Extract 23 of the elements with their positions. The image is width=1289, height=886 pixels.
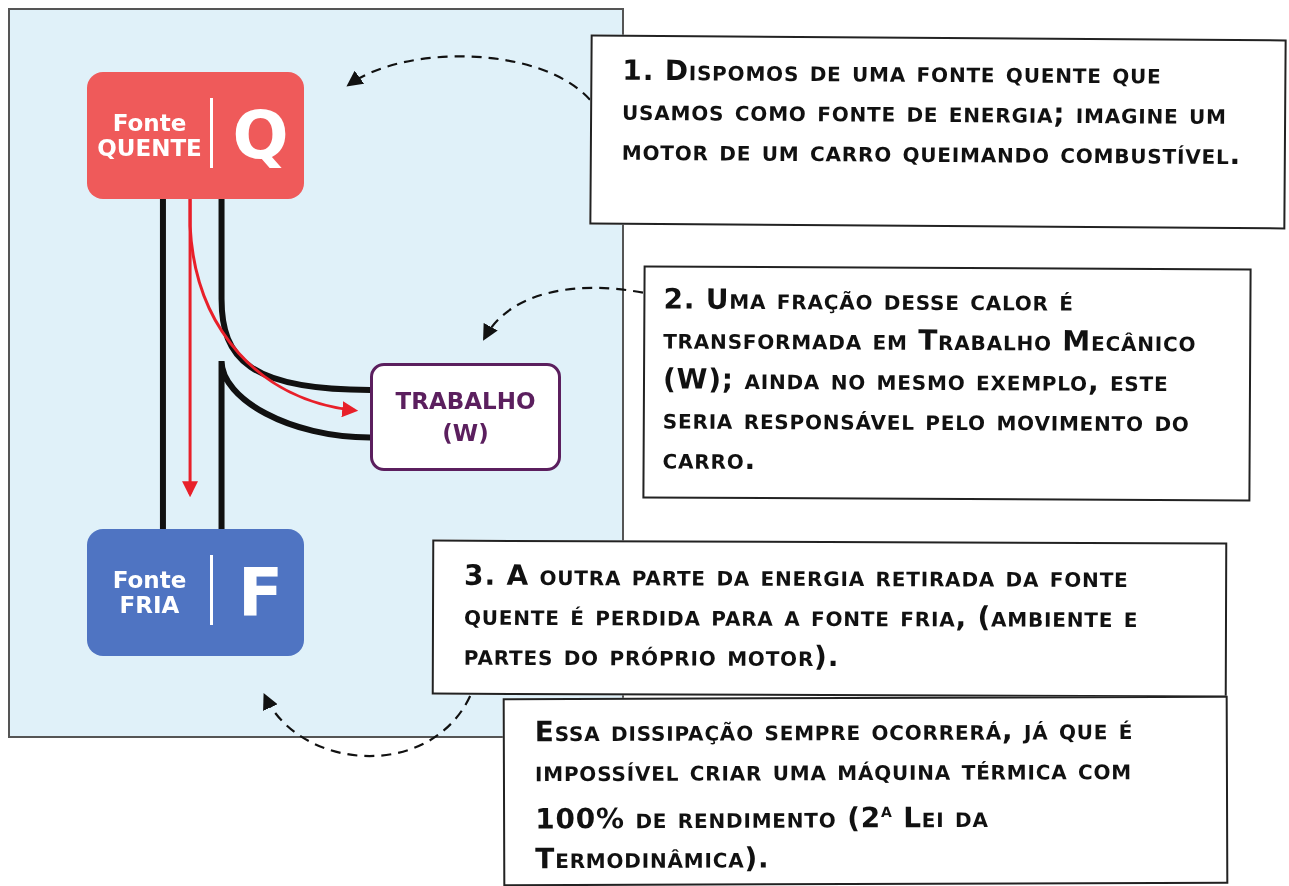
connector-line xyxy=(159,199,166,529)
note-card xyxy=(502,695,1229,886)
source-symbol: Q xyxy=(231,96,290,176)
work-label: TRABALHO (W) xyxy=(395,386,536,448)
note-text: 2. Uma fração desse calor é transformada em Trabalho Mecânico (W); ainda no mesmo exemplo, este seria responsável pelo movimento do carro. xyxy=(662,281,1198,478)
source-symbol: F xyxy=(236,553,285,633)
source-label: Fonte FRIA xyxy=(111,568,188,617)
note-text: 3. A outra parte da energia retirada da fonte quente é perdida para a fonte fria, (ambiente e partes do próprio motor). xyxy=(463,557,1140,676)
note-card xyxy=(431,539,1228,698)
arrow xyxy=(188,199,359,417)
cold-source-box xyxy=(87,529,304,656)
connector-line xyxy=(218,199,371,393)
note-text: 1. Dispomos de uma fonte quente que usamos como fonte de energia; imagine um motor de um carro queimando combustível. xyxy=(621,52,1243,174)
connector-line xyxy=(218,358,371,529)
dashed-arrow xyxy=(482,286,644,341)
source-label: Fonte QUENTE xyxy=(96,111,203,160)
note-card xyxy=(642,265,1252,502)
heat-source-box xyxy=(87,72,304,199)
dashed-arrow xyxy=(263,693,472,757)
dashed-arrow xyxy=(346,55,591,101)
note-text: Essa dissipação sempre ocorrerá, já que é impossível criar uma máquina térmica com 100% de rendimento (2$^{a}$ Lei da Termodinâmica). xyxy=(534,712,1135,878)
work-box xyxy=(370,363,561,471)
note-card xyxy=(589,34,1287,230)
